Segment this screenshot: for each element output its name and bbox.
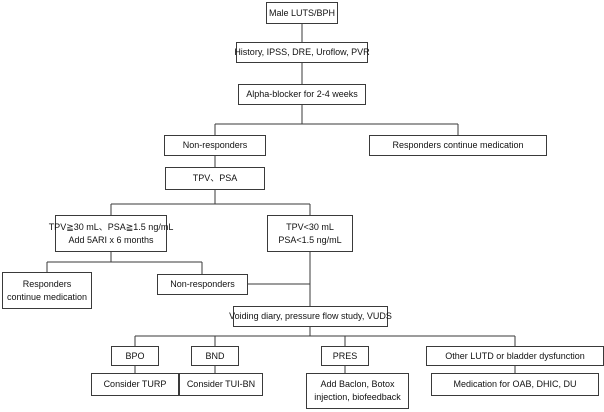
consider-turp-label: Consider TURP [103,379,167,389]
bpo-box: BPO [111,346,159,366]
baclofen-botox-box: Add Baclon, Botox injection, biofeedback [306,373,409,409]
start-box: Male LUTS/BPH [266,2,338,24]
add-5ari-label: Add 5ARI x 6 months [68,234,154,245]
oab-medication-label: Medication for OAB, DHIC, DU [453,379,577,389]
oab-medication-box: Medication for OAB, DHIC, DU [431,373,599,396]
other-lutd-box: Other LUTD or bladder dysfunction [426,346,604,366]
start-label: Male LUTS/BPH [268,7,336,18]
responders-continue-label: Responders continue medication [392,140,524,150]
urodynamic-studies-box: Voiding diary, pressure flow study, VUDS [229,306,392,327]
baclofen-botox-label: Add Baclon, Botox [320,379,395,389]
continue-medication-label: continue medication [6,291,88,302]
bpo-label: BPO [125,350,145,361]
responders-label: Responders [22,278,72,289]
pres-box: PRES [321,346,369,366]
small-prostate-tpv: TPV<30 mL [286,221,334,232]
alpha-blocker-label: Alpha-blocker for 2-4 weeks [246,89,358,99]
non-responders-box: Non-responders [164,135,266,156]
non-responders-label: Non-responders [182,140,248,150]
assessment-box: History, IPSS, DRE, Uroflow, PVR [234,42,370,63]
assessment-label: History, IPSS, DRE, Uroflow, PVR [234,47,370,57]
responders-continue-box: Responders continue medication [369,135,547,156]
other-lutd-label: Other LUTD or bladder dysfunction [445,350,585,361]
large-prostate-box: TPV≧30 mL、PSA≧1.5 ng/mL Add 5ARI x 6 mon… [49,215,173,252]
tpv-psa-box: TPV、PSA [165,167,265,190]
large-prostate-criteria: TPV≧30 mL、PSA≧1.5 ng/mL [48,221,174,232]
alpha-blocker-box: Alpha-blocker for 2-4 weeks [238,84,366,105]
bnd-label: BND [205,350,225,361]
injection-biofeedback-label: injection, biofeedback [314,392,401,402]
small-prostate-psa: PSA<1.5 ng/mL [278,234,342,245]
urodynamic-studies-label: Voiding diary, pressure flow study, VUDS [229,311,392,321]
non-responders-box-2: Non-responders [157,274,248,295]
non-responders-label-2: Non-responders [170,279,235,289]
responders-continue-box-2: Responders continue medication [2,272,92,309]
pres-label: PRES [332,350,358,361]
tpv-psa-label: TPV、PSA [192,173,238,183]
small-prostate-box: TPV<30 mL PSA<1.5 ng/mL [267,215,353,252]
bnd-box: BND [191,346,239,366]
consider-tui-bn-box: Consider TUI-BN [179,373,263,396]
consider-turp-box: Consider TURP [91,373,179,396]
consider-tui-bn-label: Consider TUI-BN [186,379,256,389]
